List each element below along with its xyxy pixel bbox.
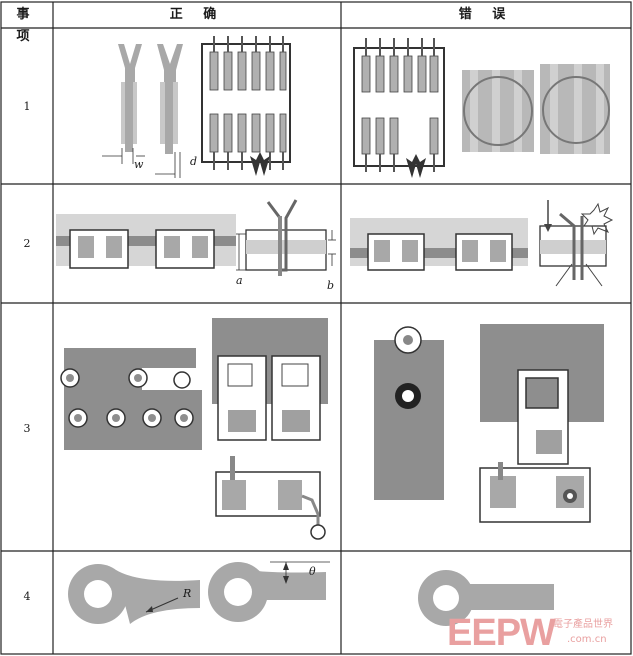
row-number-4: 4: [23, 590, 31, 603]
label-d: d: [190, 155, 198, 168]
row4-wrong-figure: [418, 570, 554, 626]
row2-correct-figure: [56, 199, 336, 276]
row3-correct-figure: [60, 318, 328, 540]
row1-correct-figure: [102, 36, 291, 178]
row-number-1: 1: [23, 100, 31, 113]
row-number-2: 2: [23, 237, 31, 250]
row-number-3: 3: [23, 422, 31, 435]
header-item: 事 项: [16, 7, 38, 44]
label-b: b: [327, 279, 335, 292]
label-w: w: [134, 158, 144, 171]
label-a: a: [236, 274, 243, 287]
eepw-logo: EEPW: [447, 612, 556, 654]
row3-wrong-figure: [374, 324, 604, 523]
header-correct: 正 确: [169, 7, 225, 22]
watermark-tagline: 電子產品世界: [553, 619, 613, 630]
row2-wrong-figure: [350, 200, 614, 287]
row4-correct-figure: [68, 561, 330, 624]
header-wrong: 错 误: [458, 7, 514, 22]
row1-wrong-figure: [353, 38, 610, 178]
watermark-url: .com.cn: [567, 634, 607, 645]
label-R: R: [183, 587, 192, 600]
label-theta: θ: [309, 565, 316, 578]
